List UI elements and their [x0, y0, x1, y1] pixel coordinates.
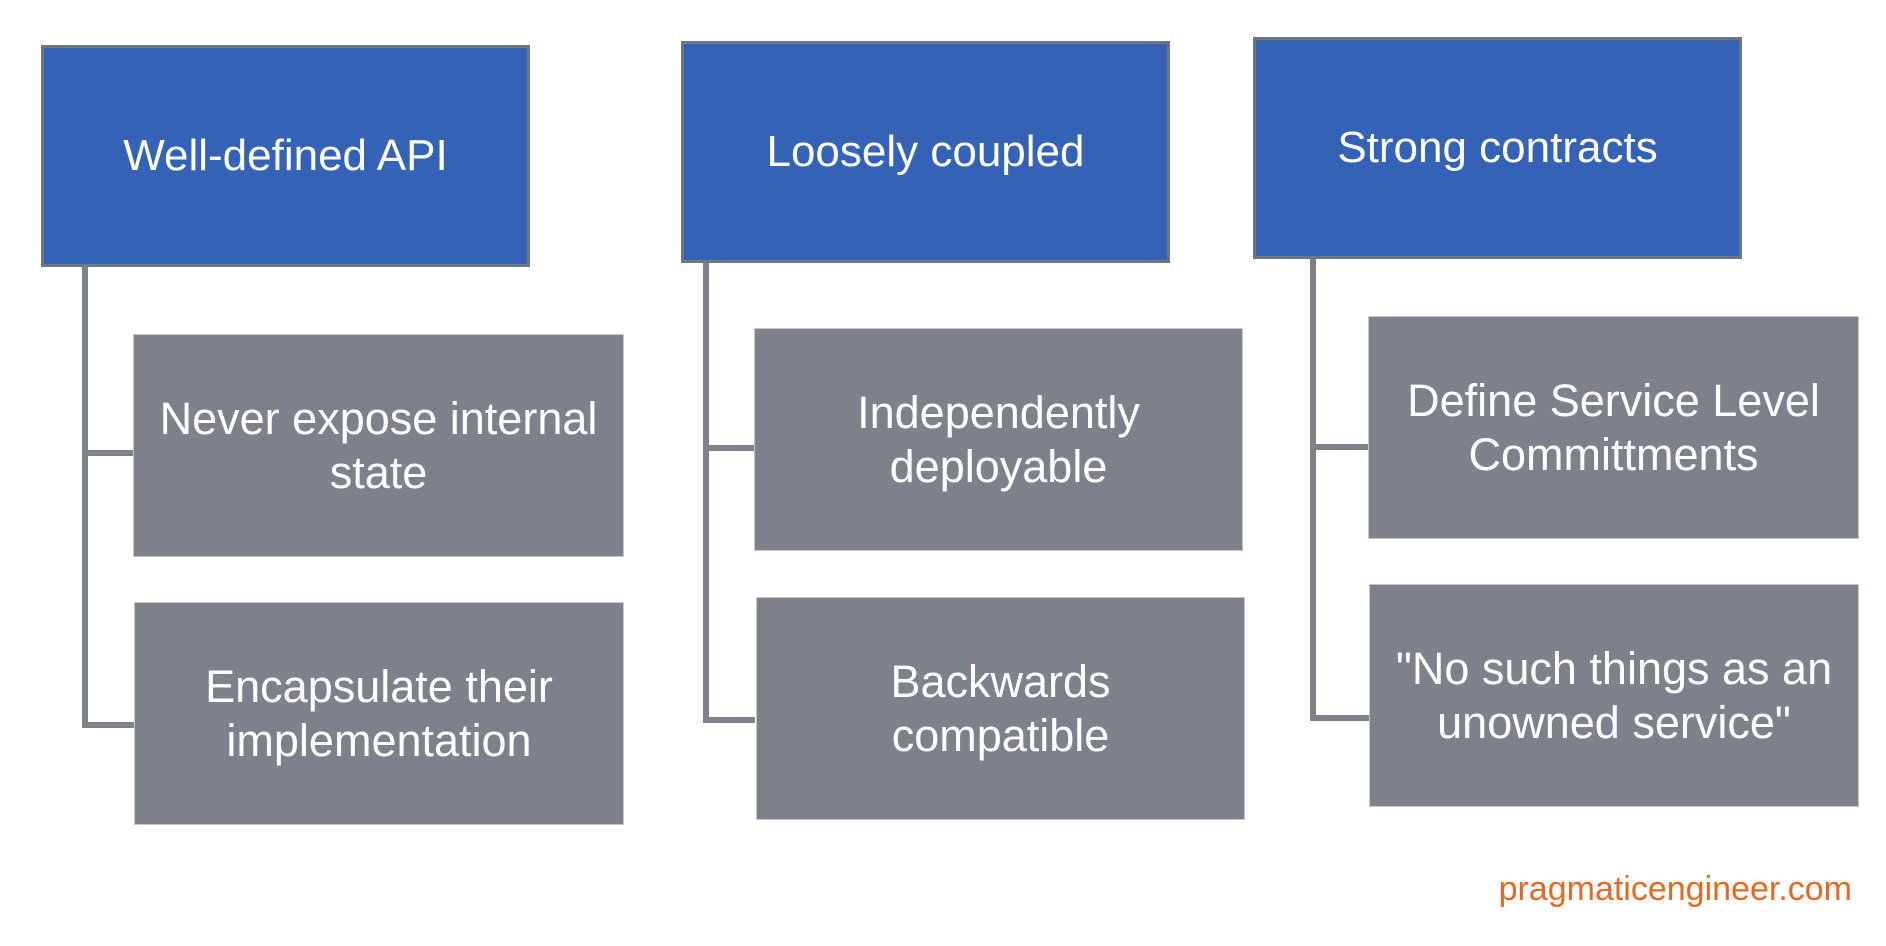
- group-item: Define Service Level Committments: [1368, 316, 1859, 539]
- connector-vertical: [1310, 258, 1316, 721]
- connector-horizontal: [703, 717, 755, 723]
- group-title: Well-defined API: [123, 130, 448, 180]
- connector-horizontal: [82, 450, 134, 456]
- connector-horizontal: [1310, 444, 1369, 450]
- group-item-label: Never expose internal state: [159, 392, 598, 498]
- group-title: Loosely coupled: [766, 126, 1085, 176]
- group-item: Never expose internal state: [133, 334, 624, 557]
- group-header: Loosely coupled: [681, 41, 1170, 263]
- group-item: Backwards compatible: [756, 597, 1245, 820]
- group-title: Strong contracts: [1337, 122, 1658, 172]
- connector-vertical: [703, 262, 709, 722]
- group-item-label: Encapsulate their implementation: [205, 660, 553, 766]
- connector-horizontal: [1310, 715, 1369, 721]
- connector-vertical: [82, 265, 88, 727]
- group-header: Well-defined API: [41, 45, 530, 267]
- connector-horizontal: [703, 445, 755, 451]
- group-item: "No such things as an unowned service": [1369, 584, 1859, 807]
- group-item: Encapsulate their implementation: [134, 602, 624, 825]
- group-item-label: Backwards compatible: [890, 655, 1111, 761]
- group-item-label: "No such things as an unowned service": [1395, 642, 1833, 748]
- source-watermark: pragmaticengineer.com: [1498, 870, 1852, 908]
- group-item-label: Independently deployable: [857, 386, 1140, 492]
- group-item-label: Define Service Level Committments: [1407, 374, 1820, 480]
- connector-horizontal: [82, 722, 134, 728]
- group-header: Strong contracts: [1253, 37, 1742, 259]
- group-item: Independently deployable: [754, 328, 1243, 551]
